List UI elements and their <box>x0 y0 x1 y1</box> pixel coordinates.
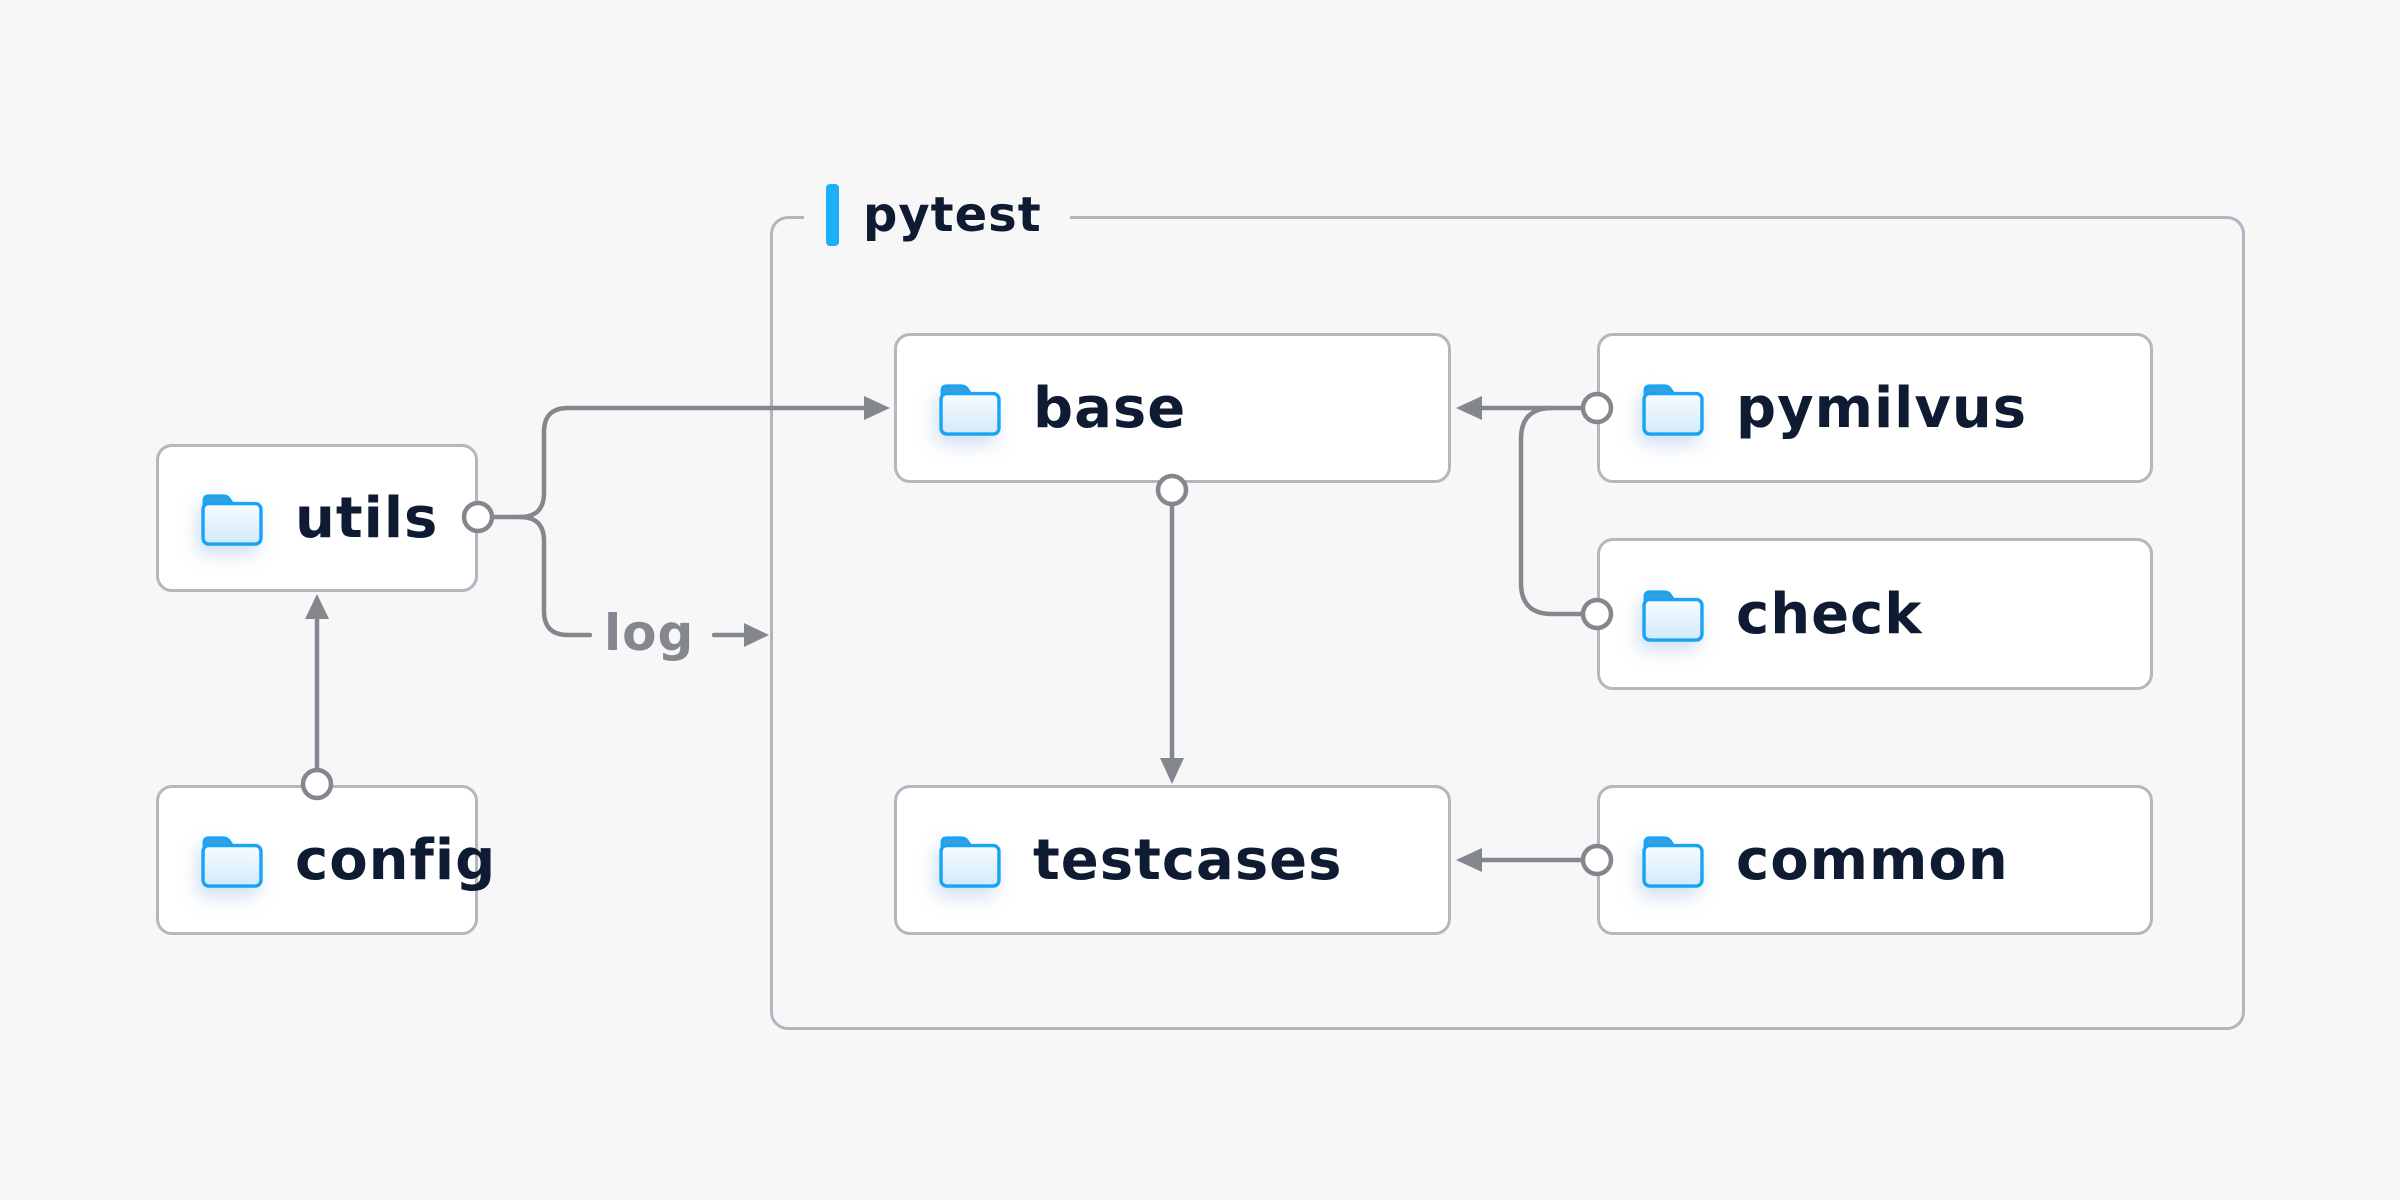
node-testcases: testcases <box>894 785 1451 935</box>
group-pytest <box>770 216 2245 1030</box>
node-label: utils <box>295 485 439 551</box>
accent-bar <box>826 184 839 246</box>
node-pymilvus: pymilvus <box>1597 333 2153 483</box>
node-common: common <box>1597 785 2153 935</box>
node-label: config <box>295 827 497 893</box>
arrowhead-up-icon <box>305 594 329 619</box>
edge-config-to-utils <box>300 594 334 801</box>
node-label: testcases <box>1033 827 1343 893</box>
node-label: base <box>1033 375 1187 441</box>
group-title: pytest <box>863 187 1042 243</box>
folder-icon <box>1640 586 1706 642</box>
folder-icon <box>199 832 265 888</box>
folder-icon <box>199 490 265 546</box>
edge-label-log: log <box>604 604 695 662</box>
folder-icon <box>937 380 1003 436</box>
node-label: check <box>1736 581 1923 647</box>
node-base: base <box>894 333 1451 483</box>
node-utils: utils <box>156 444 478 592</box>
group-pytest-label: pytest <box>804 180 1070 250</box>
node-check: check <box>1597 538 2153 690</box>
node-config: config <box>156 785 495 935</box>
folder-icon <box>1640 380 1706 436</box>
folder-icon <box>1640 832 1706 888</box>
node-label: pymilvus <box>1736 375 2028 441</box>
folder-icon <box>937 832 1003 888</box>
node-label: common <box>1736 827 2009 893</box>
arrowhead-right-icon <box>744 623 769 647</box>
